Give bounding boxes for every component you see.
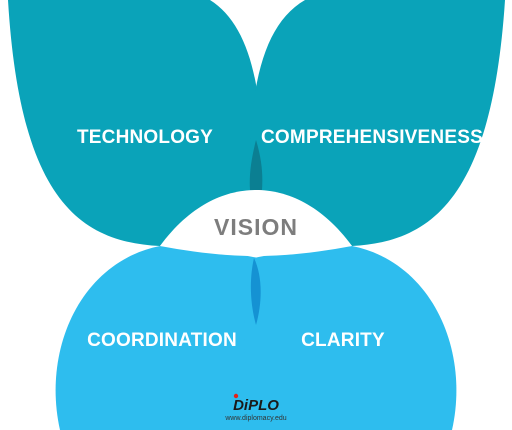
center-ellipse [160, 190, 352, 256]
label-clarity: CLARITY [301, 330, 385, 351]
petal-technology [8, 0, 263, 246]
overlap-top [249, 140, 263, 190]
diplo-logo: DiPLO www.diplomacy.edu [224, 393, 287, 422]
label-comprehensiveness: COMPREHENSIVENESS [261, 127, 483, 148]
center-label-vision: VISION [214, 214, 298, 240]
petal-clarity [244, 246, 457, 430]
label-technology: TECHNOLOGY [77, 127, 213, 148]
petal-comprehensiveness [249, 0, 505, 246]
label-coordination: COORDINATION [87, 330, 237, 351]
petal-coordination [55, 246, 268, 430]
logo-dot-icon [233, 393, 239, 399]
logo-url: www.diplomacy.edu [224, 415, 286, 422]
logo-name: DiPLO [233, 397, 279, 414]
overlap-bottom [250, 258, 261, 325]
